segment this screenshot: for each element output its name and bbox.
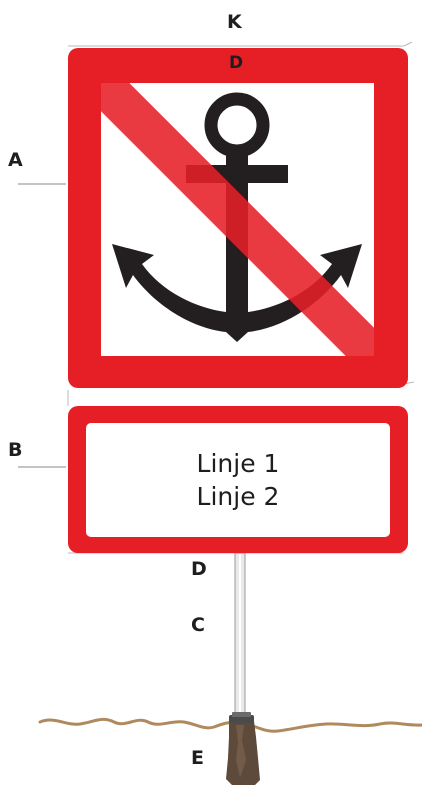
text-sign <box>68 406 408 553</box>
sign-text-panel: Linje 1 Linje 2 <box>86 423 390 537</box>
pole-stump <box>226 712 260 785</box>
label-d-top: D <box>229 53 244 73</box>
label-b: B <box>8 439 23 461</box>
label-c: C <box>191 614 205 636</box>
ground-line <box>38 717 422 733</box>
sign-text-line-1: Linje 1 <box>196 449 280 478</box>
label-d-bottom: D <box>191 558 207 580</box>
sign-text-line-2: Linje 2 <box>196 482 280 511</box>
label-k: K <box>227 11 242 33</box>
sign-pole <box>234 552 246 719</box>
label-e: E <box>191 747 204 769</box>
label-a: A <box>8 149 23 171</box>
prohibition-bar <box>101 83 374 356</box>
